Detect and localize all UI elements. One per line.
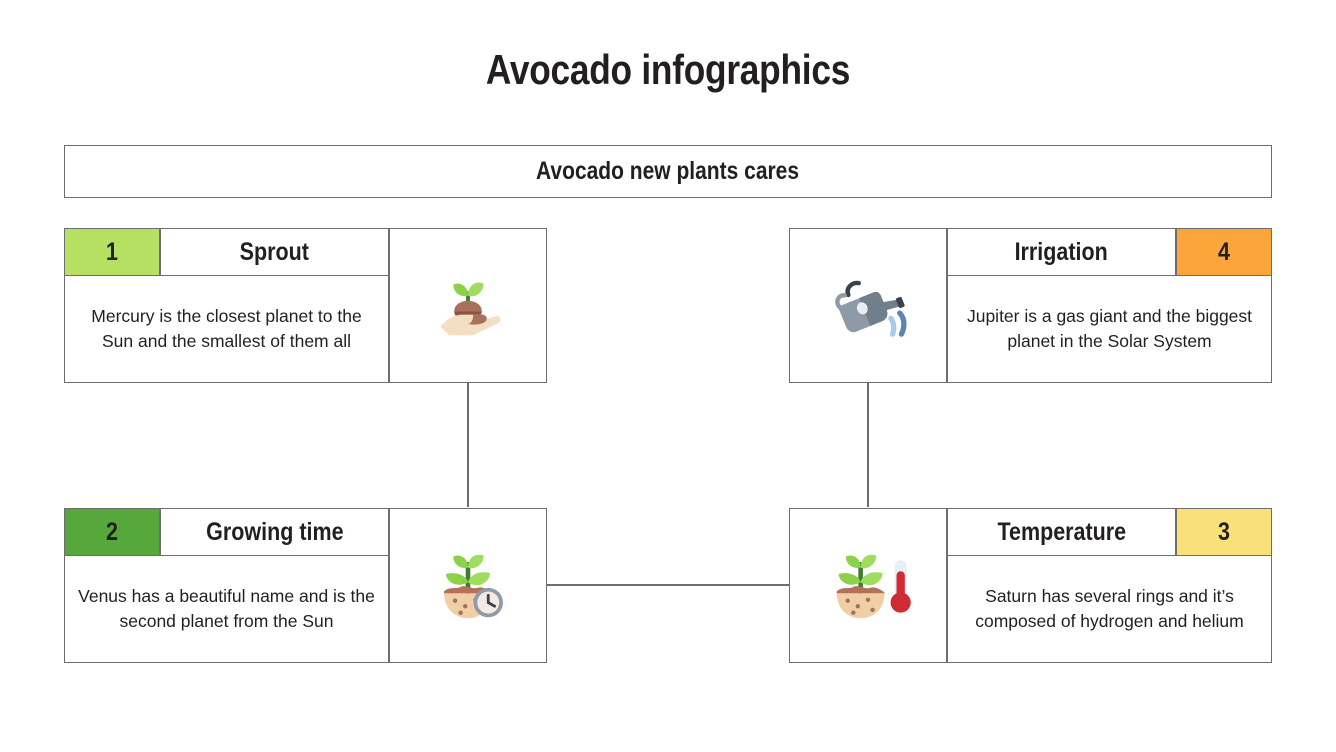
card-temperature-body: Saturn has several rings and it’s compos… — [975, 586, 1244, 631]
card-sprout-title-cell: Sprout — [160, 228, 389, 276]
card-sprout-icon-box — [389, 228, 547, 383]
connector-card1-to-card2 — [467, 382, 469, 507]
section-banner-label: Avocado new plants cares — [536, 157, 800, 185]
card-temperature-icon-box — [789, 508, 947, 663]
page-title: Avocado infographics — [485, 46, 851, 93]
card-irrigation-number: 4 — [1218, 237, 1230, 266]
card-irrigation-title-cell: Irrigation — [947, 228, 1176, 276]
watering-can-icon — [835, 280, 907, 337]
card-temperature-header: Temperature 3 — [947, 508, 1272, 556]
hand-holding-sprout-icon — [440, 281, 501, 335]
card-sprout-text-column: 1 Sprout Mercury is the closest planet t… — [64, 228, 389, 383]
card-irrigation-icon-box — [789, 228, 947, 383]
card-irrigation-header: Irrigation 4 — [947, 228, 1272, 276]
card-temperature-title: Temperature — [997, 517, 1126, 546]
card-growing-time-body-cell: Venus has a beautiful name and is the se… — [64, 556, 389, 663]
card-growing-time-number-badge: 2 — [64, 508, 160, 556]
card-temperature-number: 3 — [1218, 517, 1230, 546]
connector-card4-to-card3 — [867, 382, 869, 507]
card-growing-time[interactable]: 2 Growing time Venus has a beautiful nam… — [64, 508, 547, 663]
card-irrigation-title: Irrigation — [1014, 237, 1109, 266]
section-banner: Avocado new plants cares — [64, 145, 1272, 198]
card-temperature-body-cell: Saturn has several rings and it’s compos… — [947, 556, 1272, 663]
card-sprout-number: 1 — [106, 237, 118, 266]
card-sprout-header: 1 Sprout — [64, 228, 389, 276]
card-sprout[interactable]: 1 Sprout Mercury is the closest planet t… — [64, 228, 547, 383]
card-irrigation-number-badge: 4 — [1176, 228, 1272, 276]
card-sprout-number-badge: 1 — [64, 228, 160, 276]
card-sprout-body-cell: Mercury is the closest planet to the Sun… — [64, 276, 389, 383]
card-growing-time-title: Growing time — [205, 517, 344, 546]
card-growing-time-number: 2 — [106, 517, 118, 546]
card-temperature-text-column: Temperature 3 Saturn has several rings a… — [947, 508, 1272, 663]
card-growing-time-title-cell: Growing time — [160, 508, 389, 556]
card-temperature[interactable]: Temperature 3 Saturn has several rings a… — [789, 508, 1272, 663]
card-growing-time-icon-box — [389, 508, 547, 663]
card-growing-time-body: Venus has a beautiful name and is the se… — [78, 586, 375, 631]
card-temperature-number-badge: 3 — [1176, 508, 1272, 556]
connector-card2-to-card3 — [547, 584, 789, 586]
card-irrigation[interactable]: Irrigation 4 Jupiter is a gas giant and … — [789, 228, 1272, 383]
card-temperature-title-cell: Temperature — [947, 508, 1176, 556]
plant-with-clock-icon — [444, 554, 503, 618]
card-irrigation-text-column: Irrigation 4 Jupiter is a gas giant and … — [947, 228, 1272, 383]
card-sprout-body: Mercury is the closest planet to the Sun… — [91, 306, 362, 351]
plant-with-thermometer-icon — [836, 554, 911, 618]
card-irrigation-body: Jupiter is a gas giant and the biggest p… — [966, 306, 1253, 351]
card-growing-time-header: 2 Growing time — [64, 508, 389, 556]
card-growing-time-text-column: 2 Growing time Venus has a beautiful nam… — [64, 508, 389, 663]
card-irrigation-body-cell: Jupiter is a gas giant and the biggest p… — [947, 276, 1272, 383]
card-sprout-title: Sprout — [239, 237, 310, 266]
